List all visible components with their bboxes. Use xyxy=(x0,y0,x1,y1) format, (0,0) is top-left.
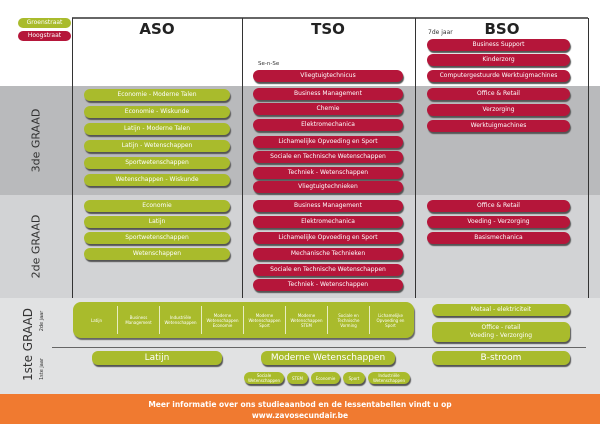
jaar2-option-latijn[interactable]: Latijn xyxy=(90,317,102,323)
option-sociale-en-technische-wetenschappen[interactable]: Sociale en Technische Wetenschappen xyxy=(253,264,403,276)
footer-text: Meer informatie over ons studieaanbod en… xyxy=(148,400,452,409)
jaar-divider xyxy=(52,347,586,348)
latijn-1ste-jaar[interactable]: Latijn xyxy=(92,351,222,365)
jaar2-option-moderne-wetenschappen-sport[interactable]: Moderne Wetenschappen Sport xyxy=(243,306,285,334)
label-7de-jaar: 7de jaar xyxy=(428,29,453,36)
mw-option-industri-le-wetenschappen[interactable]: Industriële Wetenschappen xyxy=(368,372,410,384)
option-office-retail[interactable]: Office & Retail xyxy=(427,88,570,100)
jaar2-option-business-management[interactable]: Business Management xyxy=(117,306,159,334)
option-lichamelijke-opvoeding-en-sport[interactable]: Lichamelijke Opvoeding en Sport xyxy=(253,136,403,148)
divider xyxy=(72,18,73,298)
option-office-retail[interactable]: Office & Retail xyxy=(427,200,570,212)
label-2de-graad: 2de GRAAD xyxy=(29,214,43,279)
option-sportwetenschappen[interactable]: Sportwetenschappen xyxy=(84,232,230,244)
label-1ste-graad: 1ste GRAAD xyxy=(21,308,35,381)
legend-groenstraat: Groenstraat xyxy=(18,18,71,28)
footer-link[interactable]: www.zavosecundair.be xyxy=(251,411,349,420)
option-economie-wiskunde[interactable]: Economie - Wiskunde xyxy=(84,106,230,118)
option-computergestuurde-werktuigmachines[interactable]: Computergestuurde Werktuigmachines xyxy=(427,70,570,82)
option-elektromechanica[interactable]: Elektromechanica xyxy=(253,216,403,228)
option-elektromechanica[interactable]: Elektromechanica xyxy=(253,119,403,131)
label-1ste-jaar: 1ste jaar xyxy=(39,358,45,380)
top-border xyxy=(72,17,588,19)
option-techniek-wetenschappen[interactable]: Techniek - Wetenschappen xyxy=(253,167,403,179)
option-kinderzorg[interactable]: Kinderzorg xyxy=(427,54,570,66)
column-aso: ASO xyxy=(139,20,175,38)
bso-metaal-elektriciteit[interactable]: Metaal - elektriciteit xyxy=(432,304,570,316)
bso-office-voeding[interactable]: Office - retail Voeding - Verzorging xyxy=(432,322,570,342)
legend-hoogstraat: Hoogstraat xyxy=(18,31,71,41)
jaar2-option-sociale-en-technische-vorming[interactable]: Sociale en Technische Vorming xyxy=(327,306,369,334)
label-3de-graad: 3de GRAAD xyxy=(29,108,43,173)
mw-option-economie[interactable]: Economie xyxy=(311,372,340,384)
footer: Meer informatie over ons studieaanbod en… xyxy=(0,394,600,424)
option-sociale-en-technische-wetenschappen[interactable]: Sociale en Technische Wetenschappen xyxy=(253,151,403,163)
divider xyxy=(588,18,589,298)
option-wetenschappen-wiskunde[interactable]: Wetenschappen - Wiskunde xyxy=(84,174,230,186)
mw-option-sport[interactable]: Sport xyxy=(343,372,365,384)
option-voeding-verzorging[interactable]: Voeding - Verzorging xyxy=(427,216,570,228)
label-2de-jaar: 2de jaar xyxy=(39,310,45,332)
option-business-management[interactable]: Business Management xyxy=(253,88,403,100)
bso-office-retail: Office - retail xyxy=(481,324,521,331)
option-vliegtuigtechnieken[interactable]: Vliegtuigtechnieken xyxy=(253,181,403,193)
option-verzorging[interactable]: Verzorging xyxy=(427,104,570,116)
jaar2-option-moderne-wetenschappen-economie[interactable]: Moderne Wetenschappen Economie xyxy=(201,306,243,334)
b-stroom[interactable]: B-stroom xyxy=(432,351,570,365)
option-basismechanica[interactable]: Basismechanica xyxy=(427,232,570,244)
option-business-management[interactable]: Business Management xyxy=(253,200,403,212)
option-latijn[interactable]: Latijn xyxy=(84,216,230,228)
divider xyxy=(242,18,243,298)
option-lichamelijke-opvoeding-en-sport[interactable]: Lichamelijke Opvoeding en Sport xyxy=(253,232,403,244)
option-werktuigmachines[interactable]: Werktuigmachines xyxy=(427,120,570,132)
column-tso: TSO xyxy=(311,20,345,38)
column-bso: BSO xyxy=(484,20,520,38)
option-vliegtuigtechnicus[interactable]: Vliegtuigtechnicus xyxy=(253,70,403,82)
label-se-n-se: Se-n-Se xyxy=(258,61,280,67)
jaar2-option-lichamelijke-opvoeding-en-sport[interactable]: Lichamelijke Opvoeding en Sport xyxy=(369,306,411,334)
option-economie[interactable]: Economie xyxy=(84,200,230,212)
option-sportwetenschappen[interactable]: Sportwetenschappen xyxy=(84,157,230,169)
option-mechanische-technieken[interactable]: Mechanische Technieken xyxy=(253,248,403,260)
mw-option-stem[interactable]: STEM xyxy=(287,372,308,384)
option-chemie[interactable]: Chemie xyxy=(253,103,403,115)
jaar2-option-moderne-wetenschappen-stem[interactable]: Moderne Wetenschappen STEM xyxy=(285,306,327,334)
option-economie-moderne-talen[interactable]: Economie - Moderne Talen xyxy=(84,89,230,101)
option-techniek-wetenschappen[interactable]: Techniek - Wetenschappen xyxy=(253,279,403,291)
option-latijn-wetenschappen[interactable]: Latijn - Wetenschappen xyxy=(84,140,230,152)
moderne-wetenschappen-1ste-jaar[interactable]: Moderne Wetenschappen xyxy=(261,351,395,365)
option-business-support[interactable]: Business Support xyxy=(427,39,570,51)
option-wetenschappen[interactable]: Wetenschappen xyxy=(84,248,230,260)
mw-option-sociale-wetenschappen[interactable]: Sociale Wetenschappen xyxy=(244,372,284,384)
jaar2-option-industri-le-wetenschappen[interactable]: Industriële Wetenschappen xyxy=(159,306,201,334)
option-latijn-moderne-talen[interactable]: Latijn - Moderne Talen xyxy=(84,123,230,135)
bso-voeding-verzorging: Voeding - Verzorging xyxy=(469,332,533,339)
divider xyxy=(415,18,416,298)
